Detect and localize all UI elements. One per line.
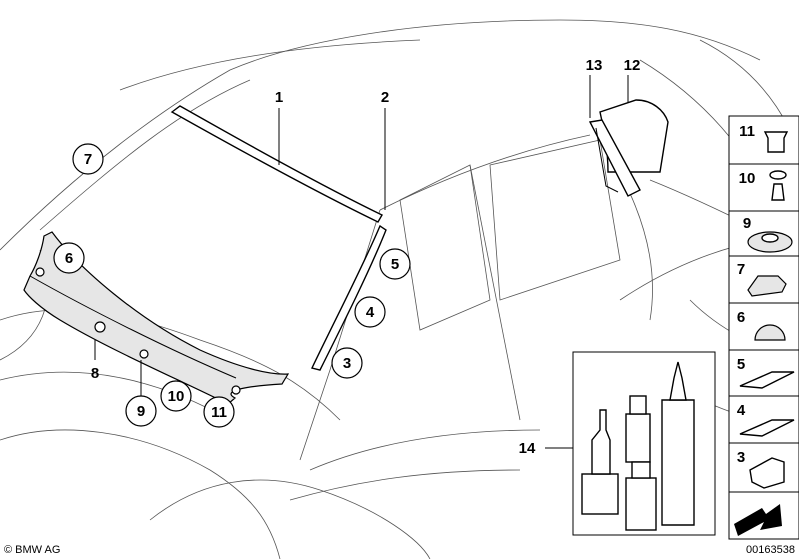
legend-label-6: 6 xyxy=(737,309,745,326)
callout-12: 12 xyxy=(624,57,641,74)
callout-4-circle xyxy=(354,296,386,328)
legend-label-10: 10 xyxy=(739,170,756,187)
copyright: © BMW AG xyxy=(4,544,60,556)
callout-7-circle xyxy=(72,143,104,175)
legend-label-5: 5 xyxy=(737,356,745,373)
cartridge-nozzle xyxy=(669,361,687,401)
callout-9: 9 xyxy=(137,403,145,420)
legend-part-11 xyxy=(763,131,789,153)
primer-bottle-2 xyxy=(625,477,657,531)
callout-5-circle xyxy=(379,248,411,280)
legend-label-4: 4 xyxy=(737,402,746,419)
adhesive-kit xyxy=(572,351,716,536)
rear-quarter-window xyxy=(588,99,669,197)
diagram-number: 00163538 xyxy=(746,544,795,556)
callout-8: 8 xyxy=(91,365,99,382)
legend-part-3 xyxy=(749,457,785,489)
a-pillar-trim xyxy=(310,224,387,371)
applicator-tip xyxy=(591,409,611,475)
legend-part-4 xyxy=(739,419,795,437)
legend-part-10-head xyxy=(769,170,787,180)
callout-7: 7 xyxy=(84,151,92,168)
legend-part-5 xyxy=(739,371,795,389)
legend-label-3: 3 xyxy=(737,449,745,466)
legend-part-7 xyxy=(747,275,787,297)
callout-6-circle xyxy=(53,242,85,274)
legend-part-9-hole xyxy=(761,233,779,243)
callout-11-circle xyxy=(203,396,235,428)
cowl-panel xyxy=(23,231,290,405)
legend-label-7: 7 xyxy=(737,261,745,278)
windshield-seal xyxy=(170,105,383,223)
primer-bottle-2-cap xyxy=(631,461,651,479)
parts-legend: 11 10 9 7 6 5 4 3 xyxy=(728,115,799,540)
callout-3-circle xyxy=(331,347,363,379)
callout-6: 6 xyxy=(65,250,73,267)
callout-9-circle xyxy=(125,395,157,427)
callout-13: 13 xyxy=(586,57,603,74)
legend-part-10 xyxy=(771,183,785,201)
callout-2: 2 xyxy=(381,89,389,106)
applicator-base xyxy=(581,473,619,515)
sealant-cartridge xyxy=(661,399,695,526)
primer-bottle-1-cap xyxy=(629,395,647,415)
callout-10-circle xyxy=(160,380,192,412)
callout-3: 3 xyxy=(343,355,351,372)
legend-label-11: 11 xyxy=(739,123,755,140)
callout-10: 10 xyxy=(168,388,185,405)
callout-4: 4 xyxy=(366,304,375,321)
callout-11: 11 xyxy=(211,404,227,421)
callout-1: 1 xyxy=(275,89,283,106)
callout-5: 5 xyxy=(391,256,399,273)
leader-lines xyxy=(94,75,629,449)
legend-label-9: 9 xyxy=(743,215,751,232)
callout-14: 14 xyxy=(519,440,536,457)
primer-bottle-1 xyxy=(625,413,651,463)
legend-arrow-icon xyxy=(734,504,782,536)
legend-part-6 xyxy=(754,324,786,341)
